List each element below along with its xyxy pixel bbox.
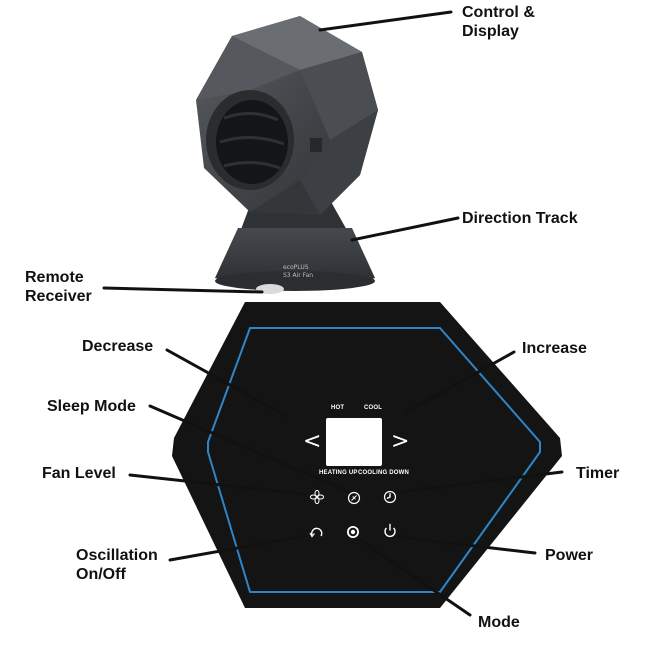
oscillation-icon[interactable] [309,527,323,538]
label-remote-receiver-line1: Remote [25,269,84,286]
label-increase: Increase [522,340,587,357]
leader-power [396,535,537,555]
label-oscillation: Oscillation On/Off [76,546,158,584]
fan-facet-top [232,16,362,70]
fan-facet-right [300,52,378,140]
leader-increase [403,350,516,415]
label-sleep-mode: Sleep Mode [47,398,136,415]
display-screen [326,418,382,466]
label-mode: Mode [478,614,520,631]
mode-icon[interactable] [347,526,359,538]
label-control-display-line1: Control & [462,4,535,21]
leader-fan-level [128,473,307,496]
fan-level-icon[interactable] [309,489,325,505]
label-oscillation-line2: On/Off [76,566,126,583]
decrease-button[interactable]: < [303,429,322,454]
fan-side-button [310,138,322,152]
brand-line-1: ecoPLUS [283,264,309,271]
fan-facet-lower [250,180,320,215]
label-control-display: Control & Display [462,3,535,41]
label-remote-receiver-line2: Receiver [25,288,92,305]
label-control-display-line2: Display [462,23,519,40]
leader-timer [397,470,564,494]
sleep-mode-icon[interactable] [347,491,361,505]
hot-indicator: HOT [331,405,345,411]
label-timer: Timer [576,465,620,482]
fan-device [196,16,378,294]
power-icon[interactable] [384,523,396,538]
leader-remote-receiver [102,286,264,294]
label-fan-level: Fan Level [42,465,116,482]
leader-control-display [318,10,453,32]
cool-indicator: COOL [364,405,383,411]
leader-direction-track [350,216,460,242]
increase-button[interactable]: > [391,429,410,454]
label-remote-receiver: Remote Receiver [25,268,92,306]
label-power: Power [545,547,594,564]
fan-facet-left [196,36,300,100]
label-decrease: Decrease [82,338,154,355]
leader-sleep-mode [148,404,351,494]
cooling-down-indicator: COOLING DOWN [358,470,410,476]
heating-up-indicator: HEATING UP [319,470,358,476]
fan-outlet-louvers [219,112,285,170]
label-oscillation-line1: Oscillation [76,547,158,564]
brand-line-2: S3 Air Fan [283,272,314,279]
fan-facet-front [300,110,378,215]
leader-decrease [165,348,288,418]
fan-base-rim [215,271,375,291]
label-direction-track: Direction Track [462,210,578,227]
leader-mode [358,538,472,617]
timer-icon[interactable] [383,490,397,504]
leader-oscillation [168,534,307,562]
leader-lines [102,10,564,617]
